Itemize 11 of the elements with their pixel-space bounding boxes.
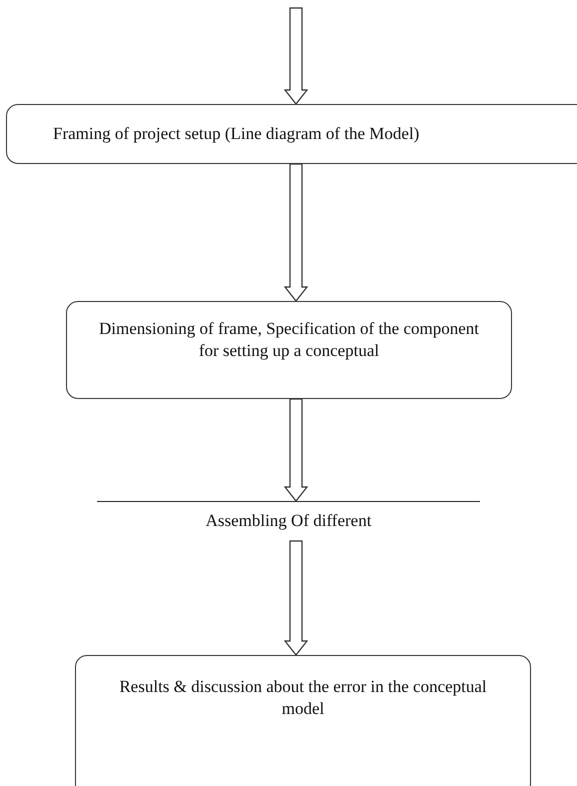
- step-text: Dimensioning of frame, Specification of the component for setting up a conceptual: [98, 318, 480, 362]
- block-arrow: [284, 540, 308, 656]
- block-arrow: [284, 398, 308, 502]
- block-arrow: [284, 7, 308, 105]
- step-text: Framing of project setup (Line diagram of the Model): [53, 123, 420, 145]
- step-text: Results & discussion about the error in the conceptual model: [118, 676, 488, 720]
- process-box: [66, 301, 512, 399]
- block-arrow: [284, 163, 308, 302]
- process-box: [6, 104, 577, 164]
- step-text: Assembling Of different: [206, 510, 372, 532]
- process-box: [75, 655, 531, 786]
